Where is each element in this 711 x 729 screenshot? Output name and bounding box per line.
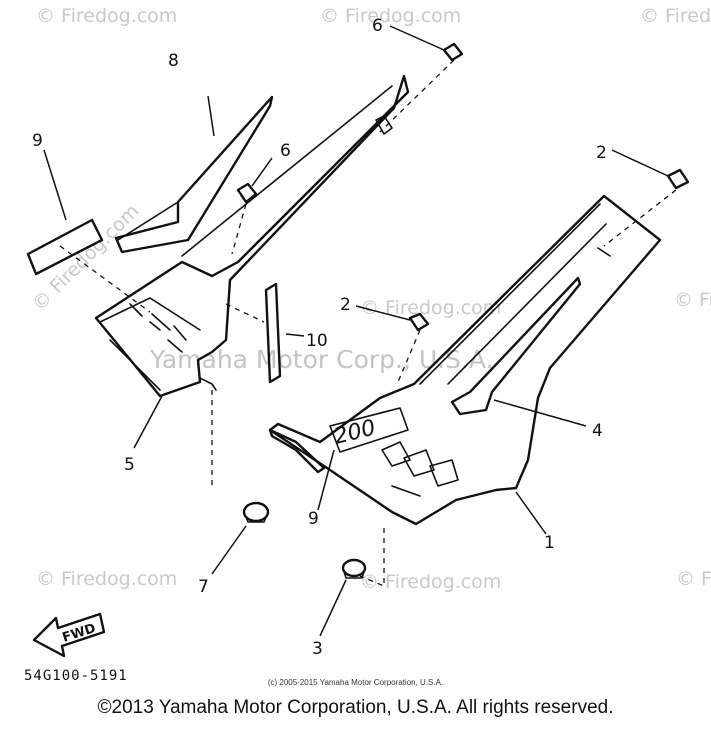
part-7-drawing [242, 501, 270, 523]
main-copyright: ©2013 Yamaha Motor Corporation, U.S.A. A… [97, 697, 614, 718]
part-4-drawing [450, 276, 582, 416]
callout-4: 4 [592, 421, 603, 441]
watermark: © Firedog.com [36, 568, 177, 590]
fwd-arrow-icon: FWD [32, 612, 106, 658]
watermark: © Firedog.com [676, 568, 711, 590]
callout-6: 6 [280, 141, 291, 161]
callout-10: 10 [306, 331, 328, 351]
part-9-drawing [26, 218, 104, 276]
part-10-drawing [264, 282, 282, 384]
callout-7: 7 [198, 577, 209, 597]
callout-5: 5 [124, 455, 135, 475]
watermark: © Firedog.com [36, 5, 177, 27]
badge-text: 200 [331, 415, 378, 449]
part-6-drawing [236, 42, 464, 204]
callout-2: 2 [340, 295, 351, 315]
watermark: © Firedog.com [674, 289, 711, 311]
callout-9: 9 [308, 509, 319, 529]
diagram-part-number: 54G100-5191 [24, 668, 128, 684]
part-1-drawing: 200 [268, 194, 662, 526]
callout-1: 1 [544, 533, 555, 553]
small-copyright: (c) 2005-2015 Yamaha Motor Corporation, … [267, 678, 444, 687]
watermark: © Firedog.com [320, 5, 461, 27]
callout-8: 8 [168, 51, 179, 71]
watermark: © Firedog.com [360, 297, 501, 319]
leader-lines [43, 25, 677, 637]
watermark-center: Yamaha Motor Corp., U.S.A. [149, 345, 494, 374]
callout-9: 9 [32, 131, 43, 151]
part-8-drawing [114, 95, 274, 254]
watermark: © Firedog.com [360, 571, 501, 593]
part-2-drawing [408, 168, 690, 332]
callout-3: 3 [312, 639, 323, 659]
callouts: 1 2 2 3 4 5 6 6 7 8 9 9 10 [32, 16, 607, 659]
part-5-drawing [94, 74, 410, 398]
callout-6: 6 [372, 16, 383, 36]
watermark: © Firedog.com [640, 5, 711, 27]
part-3-drawing [341, 558, 367, 579]
callout-2: 2 [596, 143, 607, 163]
